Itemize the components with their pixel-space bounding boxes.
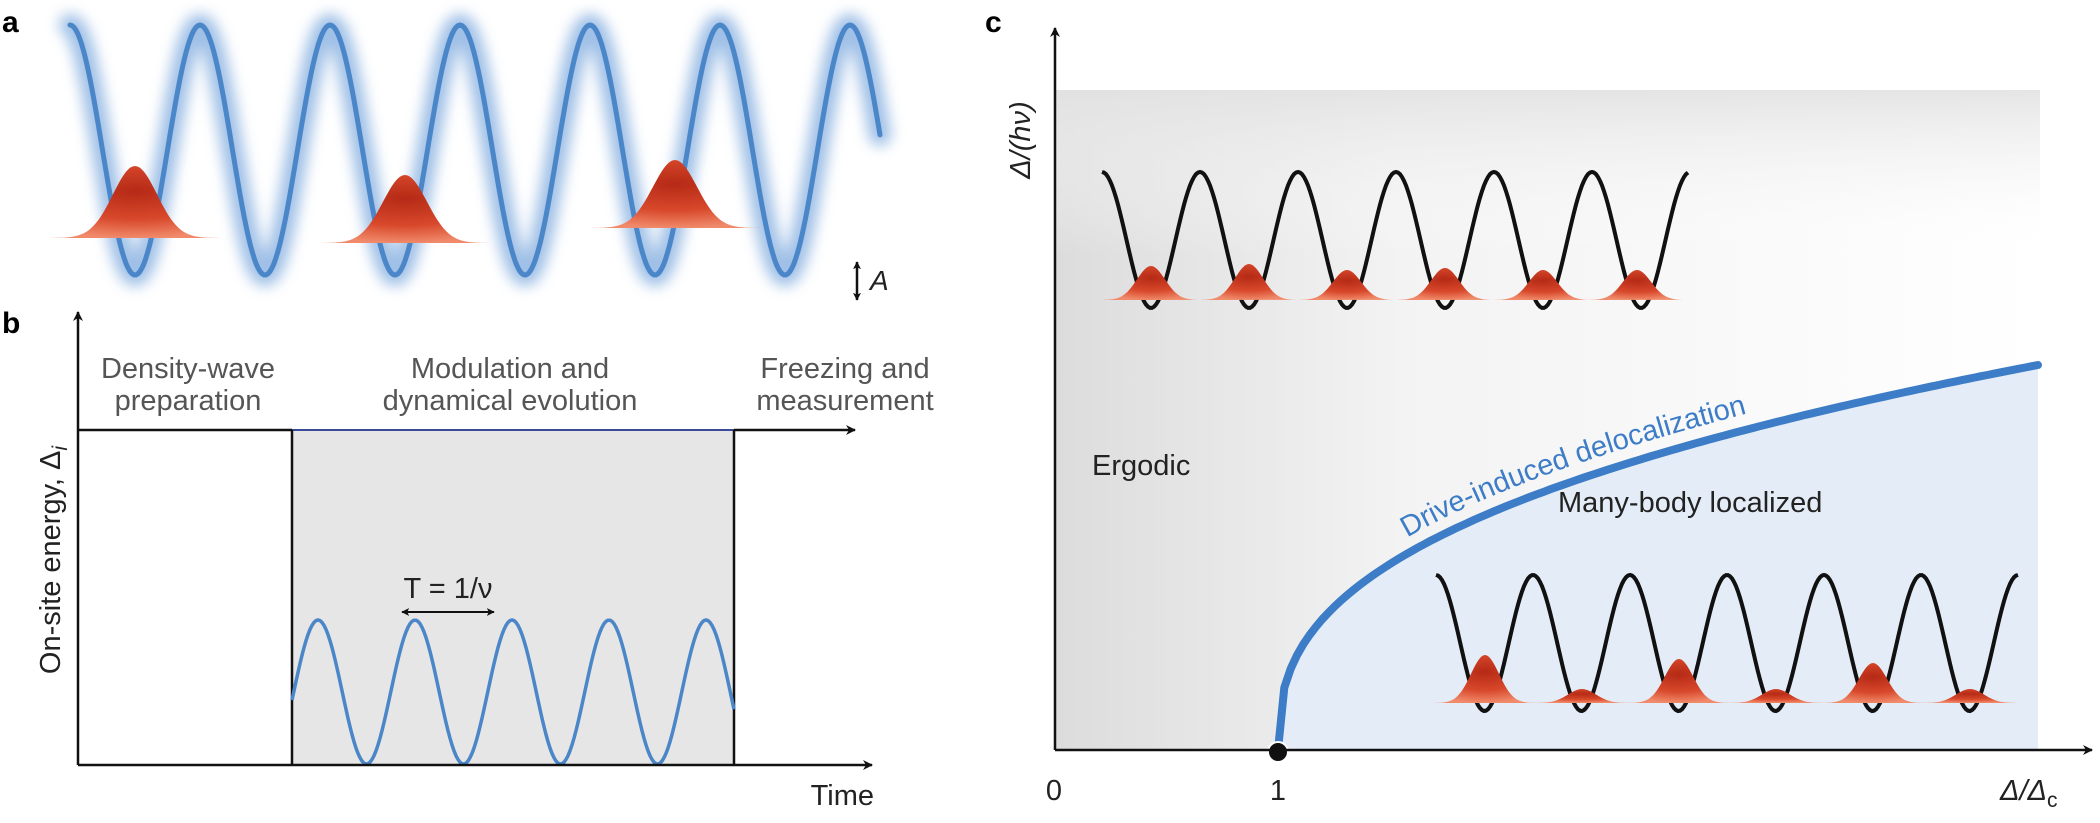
stage2-line2: dynamical evolution (383, 385, 638, 417)
ergodic-atom (1589, 270, 1685, 300)
phase-boundary-curve (1274, 361, 2042, 754)
mbl-atom (1724, 689, 1828, 703)
mbl-lattice (1435, 572, 2019, 714)
panel-a: a A (2, 6, 891, 301)
panel-b-y-label: On-site energy, Δi (35, 445, 72, 675)
critical-point (1267, 741, 1289, 763)
panel-c-label: c (985, 6, 1002, 39)
ergodic-atom (1201, 264, 1297, 300)
period-label: T = 1/ν (404, 573, 493, 605)
mbl-atoms (1433, 655, 2022, 703)
x-tick-1: 1 (1270, 775, 1286, 807)
stage3-line2: measurement (756, 385, 933, 417)
panel-c: c 0 1 Δ/Δc Δ/(hν) Ergodic Many-body loca… (985, 6, 2093, 812)
period-marker: T = 1/ν (401, 573, 495, 616)
panel-a-atom (570, 160, 780, 228)
ergodic-atom (1103, 266, 1199, 300)
panel-b-x-label: Time (811, 780, 874, 812)
stage3-line1: Freezing and (760, 353, 929, 385)
region-ergodic-label: Ergodic (1092, 450, 1190, 482)
mbl-atom (1918, 689, 2022, 703)
stage1-line1: Density-wave (101, 353, 275, 385)
mbl-atom (1821, 663, 1925, 703)
mbl-atom (1530, 689, 1634, 703)
amplitude-label: A (868, 265, 889, 296)
svg-text:On-site energy, Δi: On-site energy, Δi (35, 445, 72, 675)
panel-c-y-label: Δ/(hν) (1005, 101, 1037, 179)
region-mbl-label: Many-body localized (1558, 487, 1822, 519)
svg-text:Δ/(hν): Δ/(hν) (1005, 101, 1037, 179)
panel-a-label: a (2, 6, 19, 39)
ergodic-atoms (1103, 264, 1685, 300)
panel-a-atom (30, 166, 240, 238)
ergodic-atom (1495, 270, 1591, 300)
mbl-atom (1433, 655, 1537, 703)
mbl-atom (1627, 659, 1731, 703)
modulation-window (291, 429, 735, 766)
ergodic-lattice (1101, 169, 1690, 310)
panel-b-label: b (2, 307, 20, 340)
ergodic-atom (1397, 268, 1493, 300)
amplitude-arrow: A (853, 261, 889, 301)
panel-a-lattice-line (67, 22, 883, 278)
panel-a-atoms (30, 160, 780, 243)
ergodic-atom (1299, 270, 1395, 300)
panel-c-x-label: Δ/Δc (1999, 775, 2057, 812)
mbl-region (1278, 365, 2038, 750)
stage1-line2: preparation (115, 385, 262, 417)
stage2-line1: Modulation and (411, 353, 609, 385)
panel-a-atom (300, 175, 510, 243)
x-tick-0: 0 (1046, 775, 1062, 807)
panel-b: b T = 1/ν Time On-site energy, Δi Densit… (2, 307, 934, 812)
